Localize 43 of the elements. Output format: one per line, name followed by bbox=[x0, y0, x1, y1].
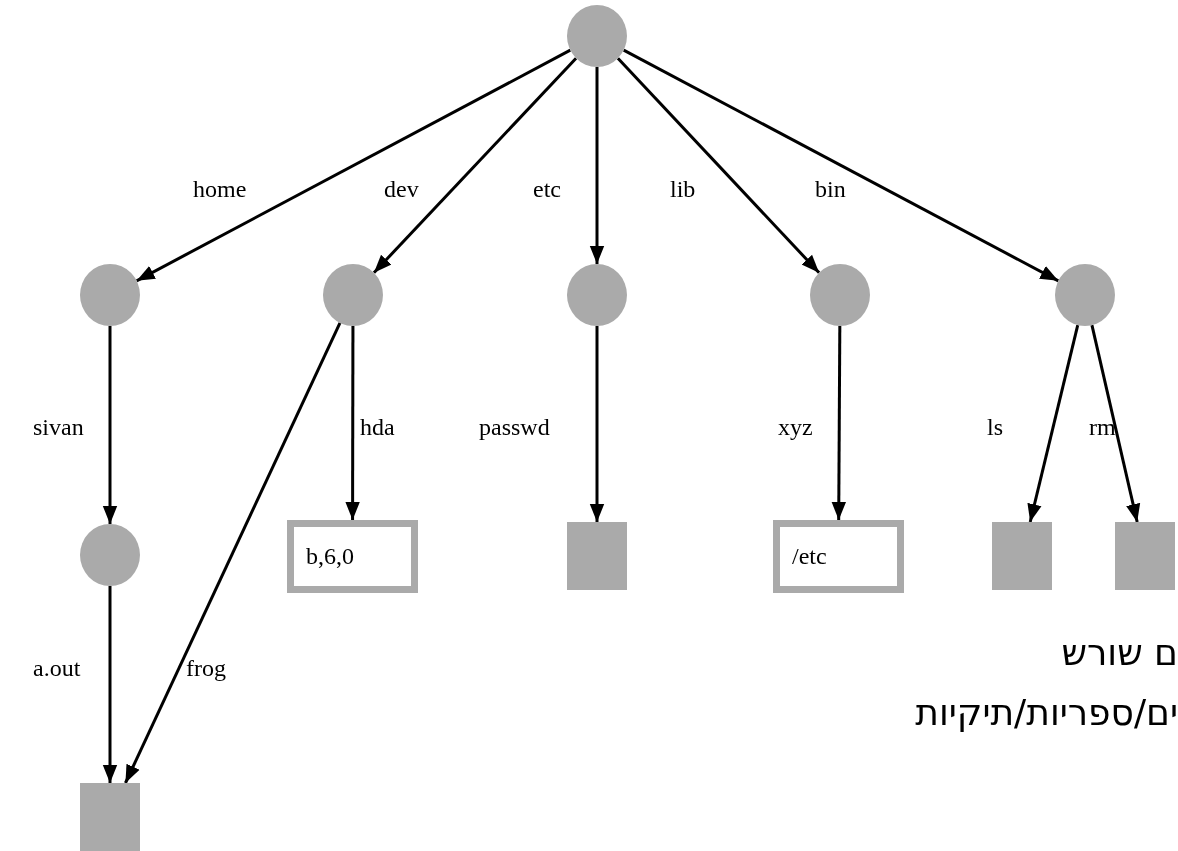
arrow bbox=[1027, 324, 1080, 523]
directory-circle bbox=[323, 264, 383, 326]
file-square bbox=[567, 522, 627, 590]
arrow bbox=[623, 48, 1059, 283]
arrow bbox=[589, 67, 605, 264]
node-label: b,6,0 bbox=[306, 543, 354, 570]
arrow bbox=[124, 322, 342, 784]
directory-circle bbox=[80, 524, 140, 586]
edge-label: frog bbox=[186, 655, 226, 682]
file-square bbox=[1115, 522, 1175, 590]
directory-circle bbox=[567, 264, 627, 326]
text-box bbox=[287, 520, 418, 593]
directory-circle bbox=[80, 264, 140, 326]
note-text: ם שורש bbox=[1061, 633, 1178, 673]
edge-label: xyz bbox=[778, 414, 813, 441]
file-square bbox=[992, 522, 1052, 590]
edge-label: rm bbox=[1089, 414, 1116, 441]
edge-label: etc bbox=[533, 176, 561, 203]
edge-label: passwd bbox=[479, 414, 550, 441]
file-square bbox=[80, 783, 140, 851]
text-box bbox=[773, 520, 904, 593]
node-label: /etc bbox=[792, 543, 827, 570]
arrow bbox=[102, 326, 118, 524]
directory-circle bbox=[567, 5, 627, 67]
arrow bbox=[589, 326, 605, 522]
arrow bbox=[1090, 324, 1141, 523]
note-text: ים/ספריות/תיקיות bbox=[915, 693, 1178, 733]
arrow bbox=[616, 57, 821, 274]
arrow bbox=[135, 48, 572, 283]
edge-label: a.out bbox=[33, 655, 81, 682]
arrow bbox=[102, 586, 118, 783]
edge-label: lib bbox=[670, 176, 696, 203]
arrow bbox=[345, 326, 360, 520]
edge-label: ls bbox=[987, 414, 1003, 441]
edge-label: home bbox=[193, 176, 247, 203]
edge-label: hda bbox=[360, 414, 395, 441]
directory-circle bbox=[810, 264, 870, 326]
arrow bbox=[372, 57, 578, 274]
arrow bbox=[831, 326, 846, 520]
edge-label: dev bbox=[384, 176, 419, 203]
directory-circle bbox=[1055, 264, 1115, 326]
edge-label: sivan bbox=[33, 414, 84, 441]
edge-label: bin bbox=[815, 176, 846, 203]
